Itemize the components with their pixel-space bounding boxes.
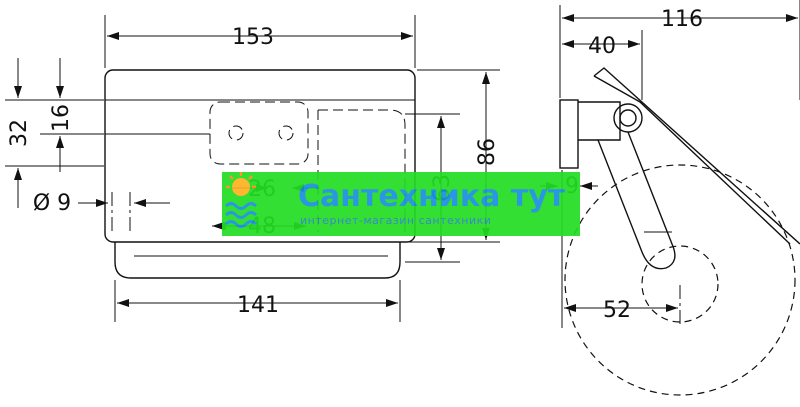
inner-tray-hidden (318, 109, 406, 232)
screw-hole-right (278, 125, 294, 141)
watermark-background (222, 172, 580, 236)
paper-bar (114, 242, 401, 279)
dim-141: 141 (114, 280, 401, 322)
dim-diameter-9: Ø 9 (33, 191, 170, 216)
dim-52-label: 52 (603, 298, 631, 323)
paper-roll-core (641, 245, 719, 323)
lid-top (593, 67, 800, 245)
front-view (104, 69, 416, 279)
dim-16-label: 16 (49, 104, 74, 132)
dim-32-16: 32 16 (5, 58, 104, 208)
mount-plate-hidden (209, 101, 309, 165)
dim-153-label: 153 (232, 25, 274, 50)
dim-40-label: 40 (588, 34, 616, 59)
front-body-outline (104, 69, 416, 243)
dim-32-label: 32 (7, 119, 32, 147)
dim-40: 40 (562, 30, 643, 100)
holder-arm (597, 131, 676, 270)
watermark-banner: Сантехника тут интернет-магазин сантехни… (222, 172, 580, 236)
paper-roll-outer (564, 164, 796, 396)
dim-52: 52 (561, 170, 681, 328)
dim-86-label: 86 (475, 138, 500, 166)
dim-diameter-9-label: Ø 9 (33, 191, 71, 216)
water-waves-icon (224, 202, 258, 228)
dim-153: 153 (104, 15, 416, 68)
pivot-outer (613, 103, 643, 133)
screw-hole-left (228, 125, 244, 141)
sun-icon (226, 172, 256, 196)
watermark-subtitle: интернет-магазин сантехники (300, 214, 491, 227)
dim-116-label: 116 (661, 7, 703, 32)
wall-plate (559, 99, 579, 169)
side-view (559, 67, 800, 396)
pivot-inner (619, 109, 637, 127)
watermark-title: Сантехника тут (298, 179, 566, 214)
dim-116: 116 (559, 0, 800, 100)
dim-141-label: 141 (237, 293, 279, 318)
lid-underside (593, 75, 791, 245)
